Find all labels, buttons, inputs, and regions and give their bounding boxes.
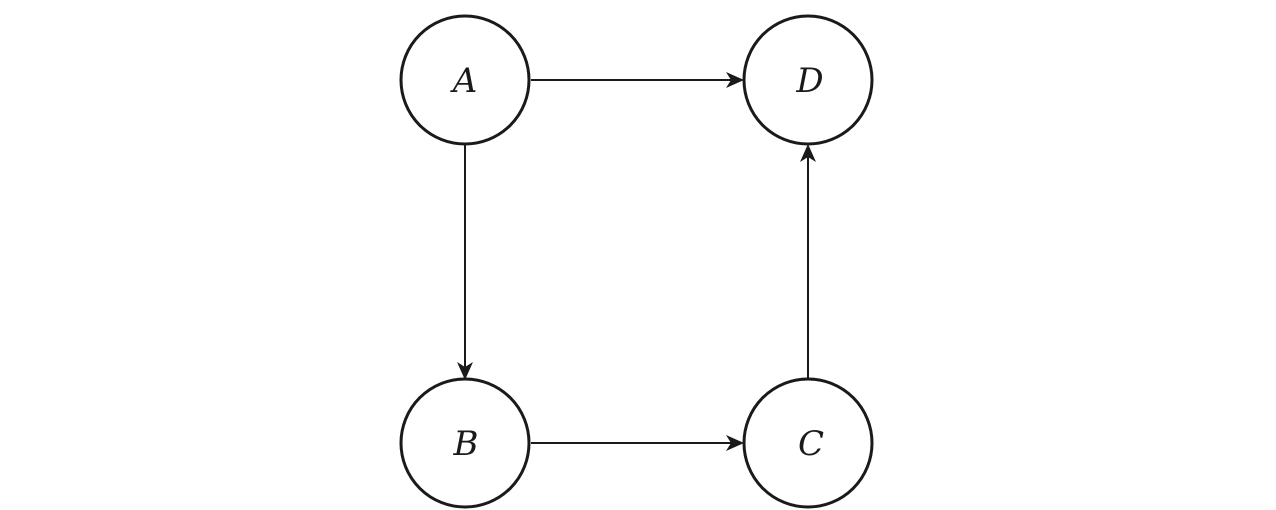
node-a: A xyxy=(399,14,531,146)
node-b: B xyxy=(399,377,531,509)
edge-c-to-d xyxy=(800,144,816,379)
edge-a-to-d xyxy=(531,72,744,88)
node-b-label: B xyxy=(453,424,479,464)
node-d-label: D xyxy=(795,61,823,101)
node-c: C xyxy=(742,377,874,509)
edge-b-to-c xyxy=(531,435,744,451)
node-a-label: A xyxy=(450,61,478,101)
node-d: D xyxy=(742,14,874,146)
node-c-label: C xyxy=(798,424,824,464)
edge-a-to-b xyxy=(457,144,473,380)
